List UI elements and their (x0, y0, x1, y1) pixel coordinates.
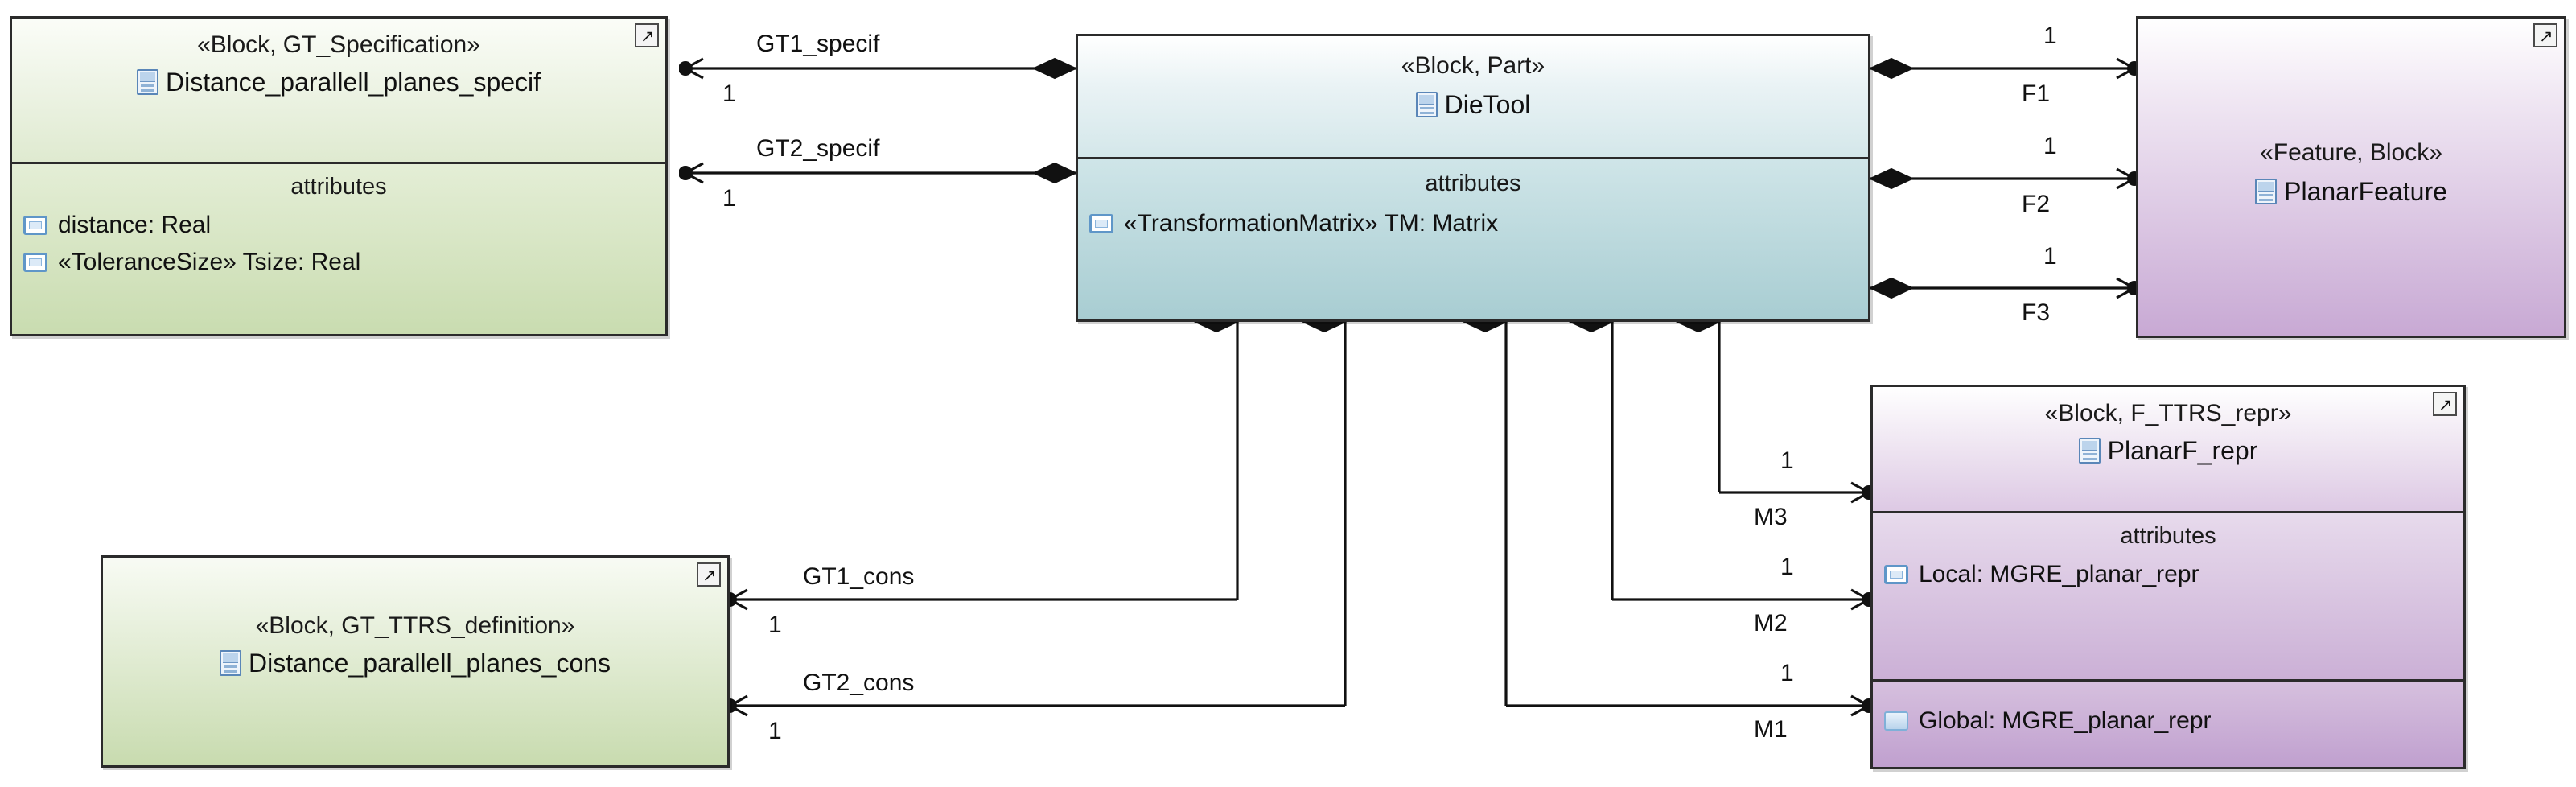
block-feature-planarfeature-header: «Feature, Block» PlanarFeature (2138, 139, 2564, 206)
edge-label-gt1-specif: GT1_specif (756, 31, 880, 57)
block-f-ttrs-repr-name: PlanarF_repr (2107, 435, 2258, 465)
edge-mult-f2: 1 (2043, 243, 2057, 270)
block-part-dietool-attributes: attributes «TransformationMatrix» TM: Ma… (1078, 157, 1868, 319)
block-gt-specification-name-row: Distance_parallell_planes_specif (12, 68, 665, 97)
attribute-row[interactable]: «ToleranceSize» Tsize: Real (12, 249, 665, 276)
block-gt-specification-stereotype: «Block, GT_Specification» (197, 31, 480, 58)
edge-mult-gt1-cons: 1 (768, 612, 782, 638)
block-gt-specification[interactable]: ↗ «Block, GT_Specification» Distance_par… (10, 16, 668, 336)
block-gt-ttrs-definition-name-row: Distance_parallell_planes_cons (103, 649, 727, 678)
block-stereotype-icon (136, 68, 158, 95)
edge-mult-f1: 1 (2043, 23, 2057, 49)
edge-label-gt2-specif: GT2_specif (756, 135, 880, 162)
diagram-link-glyph: ↗ (640, 27, 655, 46)
block-stereotype-icon (2255, 178, 2278, 204)
attribute-label: distance: Real (58, 212, 212, 238)
edge-label-gt2-cons: GT2_cons (803, 670, 915, 696)
diagram-link-glyph: ↗ (2438, 395, 2453, 414)
edge-mult-gt2-specif: 1 (722, 185, 736, 212)
block-part-dietool[interactable]: «Block, Part» DieTool attributes «Transf… (1076, 34, 1870, 322)
block-feature-planarfeature[interactable]: ↗ «Feature, Block» PlanarFeature (2136, 16, 2566, 338)
edge-label-m2: M2 (1754, 610, 1788, 637)
block-stereotype-icon (219, 649, 241, 676)
edge-mult-gt2-cons: 1 (768, 718, 782, 744)
attribute-label: Global: MGRE_planar_repr (1919, 707, 2212, 734)
property-value-icon (1884, 565, 1908, 584)
edge-mult-m1: 1 (1780, 660, 1794, 686)
block-gt-specification-header: ↗ «Block, GT_Specification» Distance_par… (12, 19, 665, 162)
block-f-ttrs-repr[interactable]: ↗ «Block, F_TTRS_repr» PlanarF_repr attr… (1870, 385, 2466, 769)
edge-label-m3: M3 (1754, 504, 1788, 530)
diagram-link-icon[interactable]: ↗ (697, 562, 721, 587)
edge-label-f2: F3 (2022, 299, 2051, 326)
attribute-row[interactable]: Local: MGRE_planar_repr (1873, 561, 2463, 588)
block-gt-ttrs-definition[interactable]: ↗ «Block, GT_TTRS_definition» Distance_p… (101, 555, 730, 768)
attribute-label: Local: MGRE_planar_repr (1919, 561, 2199, 587)
property-value-icon (1089, 214, 1113, 233)
block-stereotype-icon (1415, 91, 1438, 117)
block-part-dietool-header: «Block, Part» DieTool (1078, 36, 1868, 157)
block-part-dietool-stereotype: «Block, Part» (1401, 52, 1545, 79)
attributes-compartment-title: attributes (2120, 523, 2216, 549)
association-gt2-cons[interactable] (728, 322, 1345, 706)
association-gt1-cons[interactable] (728, 322, 1237, 600)
diagram-link-icon[interactable]: ↗ (2433, 392, 2457, 416)
block-feature-planarfeature-name: PlanarFeature (2284, 176, 2447, 206)
edge-mult-f3: 1 (2043, 133, 2057, 159)
block-part-dietool-name: DieTool (1444, 89, 1531, 119)
edge-label-m1: M1 (1754, 716, 1788, 743)
attribute-label: «ToleranceSize» Tsize: Real (58, 249, 361, 275)
block-f-ttrs-repr-attributes: attributes Local: MGRE_planar_repr (1873, 511, 2463, 679)
block-part-dietool-name-row: DieTool (1078, 90, 1868, 120)
diagram-link-icon[interactable]: ↗ (2533, 23, 2557, 47)
diagram-link-glyph: ↗ (702, 566, 717, 585)
edge-mult-gt1-specif: 1 (722, 80, 736, 107)
block-f-ttrs-repr-global-compartment: Global: MGRE_planar_repr (1873, 679, 2463, 767)
block-feature-planarfeature-name-row: PlanarFeature (2138, 177, 2564, 207)
block-gt-ttrs-definition-header: «Block, GT_TTRS_definition» Distance_par… (103, 612, 727, 678)
block-gt-specification-attributes: attributes distance: Real «ToleranceSize… (12, 162, 665, 334)
edge-mult-m2: 1 (1780, 554, 1794, 580)
attributes-compartment-title: attributes (290, 174, 387, 200)
attribute-row[interactable]: «TransformationMatrix» TM: Matrix (1078, 210, 1868, 237)
association-m2[interactable] (1612, 322, 1870, 600)
edge-label-gt1-cons: GT1_cons (803, 563, 915, 590)
block-f-ttrs-repr-header: ↗ «Block, F_TTRS_repr» PlanarF_repr (1873, 387, 2463, 511)
property-value-icon (23, 216, 47, 235)
edge-mult-m3: 1 (1780, 447, 1794, 474)
diagram-link-icon[interactable]: ↗ (635, 23, 659, 47)
attribute-row[interactable]: distance: Real (12, 212, 665, 239)
block-feature-planarfeature-stereotype: «Feature, Block» (2260, 139, 2442, 166)
attribute-row[interactable]: Global: MGRE_planar_repr (1873, 707, 2463, 735)
property-value-icon (23, 253, 47, 272)
diagram-link-glyph: ↗ (2539, 27, 2553, 46)
attribute-label: «TransformationMatrix» TM: Matrix (1124, 210, 1499, 237)
edge-label-f3: F2 (2022, 191, 2051, 217)
block-f-ttrs-repr-name-row: PlanarF_repr (1873, 436, 2463, 466)
property-value-icon (1884, 711, 1908, 731)
association-m1[interactable] (1506, 322, 1870, 706)
block-f-ttrs-repr-stereotype: «Block, F_TTRS_repr» (2044, 400, 2292, 426)
block-gt-specification-name: Distance_parallell_planes_specif (165, 67, 541, 97)
block-gt-ttrs-definition-stereotype: «Block, GT_TTRS_definition» (255, 612, 575, 639)
block-gt-ttrs-definition-name: Distance_parallell_planes_cons (248, 648, 611, 678)
edge-label-f1: F1 (2022, 80, 2051, 107)
attributes-compartment-title: attributes (1425, 171, 1521, 196)
association-m3[interactable] (1719, 322, 1870, 492)
block-stereotype-icon (2078, 437, 2101, 464)
